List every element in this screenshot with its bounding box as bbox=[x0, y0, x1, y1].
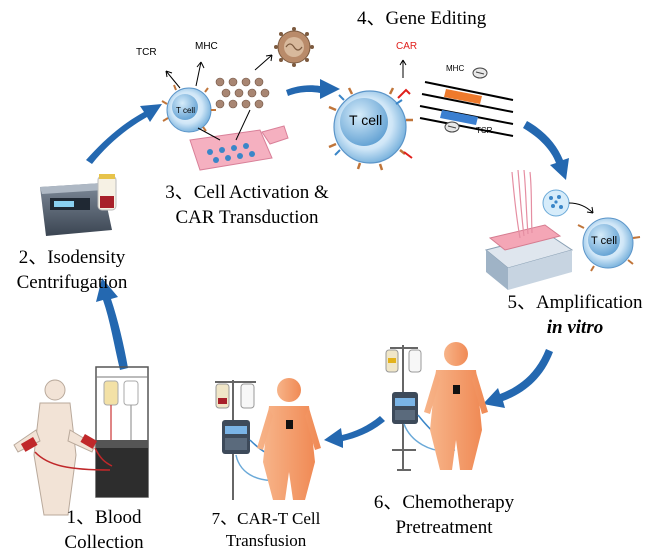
car-label: CAR bbox=[396, 41, 418, 52]
step3-label: 3、Cell Activation & CAR Transduction bbox=[156, 180, 338, 230]
amplification-illustration bbox=[484, 169, 641, 290]
step5-line2: in vitro bbox=[546, 317, 604, 338]
step2-line2: Centrifugation bbox=[16, 272, 128, 293]
step7-line1: 7、CAR-T Cell bbox=[211, 509, 321, 528]
step2-label: 2、Isodensity Centrifugation bbox=[7, 245, 137, 295]
step1-line1: 1、Blood bbox=[66, 507, 142, 528]
step7-label: 7、CAR-T Cell Transfusion bbox=[196, 508, 336, 552]
arrow-6-to-7 bbox=[324, 416, 385, 448]
arrow-3-to-4 bbox=[286, 79, 340, 99]
step1-line2: Collection bbox=[64, 532, 144, 553]
arrow-1-to-2 bbox=[96, 278, 128, 370]
step2-line1: 2、Isodensity bbox=[18, 247, 126, 268]
arrow-4-to-5 bbox=[523, 121, 569, 180]
step5-label: 5、Amplification in vitro bbox=[500, 290, 650, 340]
cell-activation-illustration bbox=[161, 27, 314, 171]
tcell-label-small: T cell bbox=[176, 106, 195, 115]
mhc-label-step4: MHC bbox=[446, 64, 465, 73]
step6-label: 6、Chemotherapy Pretreatment bbox=[364, 490, 524, 540]
step3-line1: 3、Cell Activation & bbox=[165, 182, 329, 203]
tcr-label-step4: TCR bbox=[476, 126, 493, 135]
process-arrows bbox=[86, 79, 569, 448]
arrow-2-to-3 bbox=[86, 104, 162, 164]
step7-line2: Transfusion bbox=[225, 531, 307, 550]
tcr-label-step3: TCR bbox=[136, 47, 157, 58]
blood-collection-illustration bbox=[13, 366, 149, 516]
step1-label: 1、Blood Collection bbox=[44, 505, 164, 555]
step6-line2: Pretreatment bbox=[395, 517, 493, 538]
step3-line2: CAR Transduction bbox=[175, 207, 319, 228]
transfusion-illustration bbox=[215, 378, 321, 500]
gene-editing-illustration bbox=[328, 59, 514, 171]
tcell-label-large: T cell bbox=[349, 112, 383, 128]
tcell-label-amplified: T cell bbox=[591, 235, 618, 247]
centrifuge-illustration bbox=[40, 174, 117, 236]
mhc-label-step3: MHC bbox=[195, 41, 218, 52]
chemotherapy-illustration bbox=[385, 342, 488, 471]
step6-line1: 6、Chemotherapy bbox=[373, 492, 515, 513]
step4-label: 4、Gene Editing bbox=[357, 6, 486, 31]
arrow-5-to-6 bbox=[483, 349, 553, 408]
step4-line1: 4、Gene Editing bbox=[357, 8, 487, 29]
step5-line1: 5、Amplification bbox=[507, 292, 643, 313]
